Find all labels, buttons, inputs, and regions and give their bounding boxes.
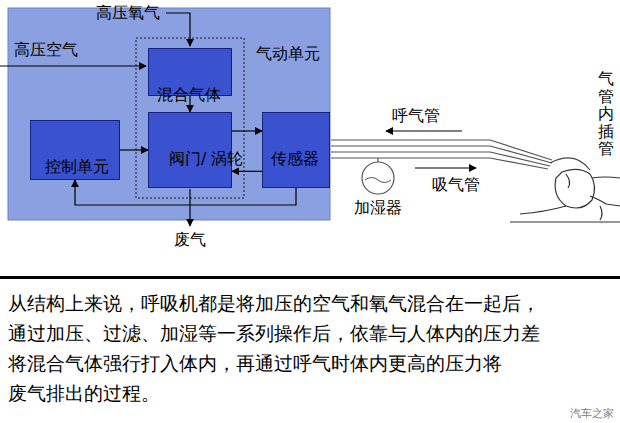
tube-label: 气管内插管: [598, 70, 614, 158]
inhale-arrow: [415, 167, 476, 168]
patient: [510, 169, 620, 222]
humidifier-circle: [362, 162, 394, 194]
exhaust-label: 废气: [174, 230, 206, 250]
node-text: 传感器: [271, 149, 319, 169]
exhale-arrow: [386, 130, 462, 131]
pneumatic-unit: 气动单元混合气体控制单元阀门/ 涡轮传感器: [8, 8, 330, 220]
water-line: [365, 178, 391, 183]
air-line: [0, 65, 146, 66]
connector: [232, 130, 262, 131]
node-text: 控制单元: [45, 157, 109, 177]
connector: [120, 149, 148, 150]
control-box: 控制单元: [30, 120, 120, 180]
caption: 从结构上来说，呼吸机都是将加压的空气和氧气混合在一起后， 通过加压、过滤、加湿等…: [8, 288, 616, 408]
watermark: 汽车之家: [570, 404, 614, 423]
connector: [232, 171, 262, 172]
inhale-label: 吸气管: [432, 175, 480, 195]
panel-fill: [8, 8, 330, 220]
node-text: 混合气体: [157, 85, 221, 105]
node-text: 加湿器: [352, 198, 404, 218]
node-text: 阀门/ 涡轮: [169, 149, 221, 169]
mixer-box: 混合气体: [148, 48, 232, 96]
oxygen-line: [166, 13, 190, 46]
exhale-label: 呼气管: [392, 106, 440, 126]
humidifier: 加湿器: [352, 160, 404, 218]
unit-title: 气动单元: [256, 44, 320, 64]
exhaust-line: [189, 189, 190, 226]
valve-box: 阀门/ 涡轮: [148, 112, 232, 188]
dotted-group: [136, 38, 244, 198]
humidifier-symbol: [352, 160, 404, 198]
air-label: 高压空气: [14, 40, 78, 60]
oxygen-label: 高压氧气: [96, 3, 160, 23]
caption-rule: [0, 276, 620, 279]
sensor-box: 传感器: [262, 112, 330, 188]
